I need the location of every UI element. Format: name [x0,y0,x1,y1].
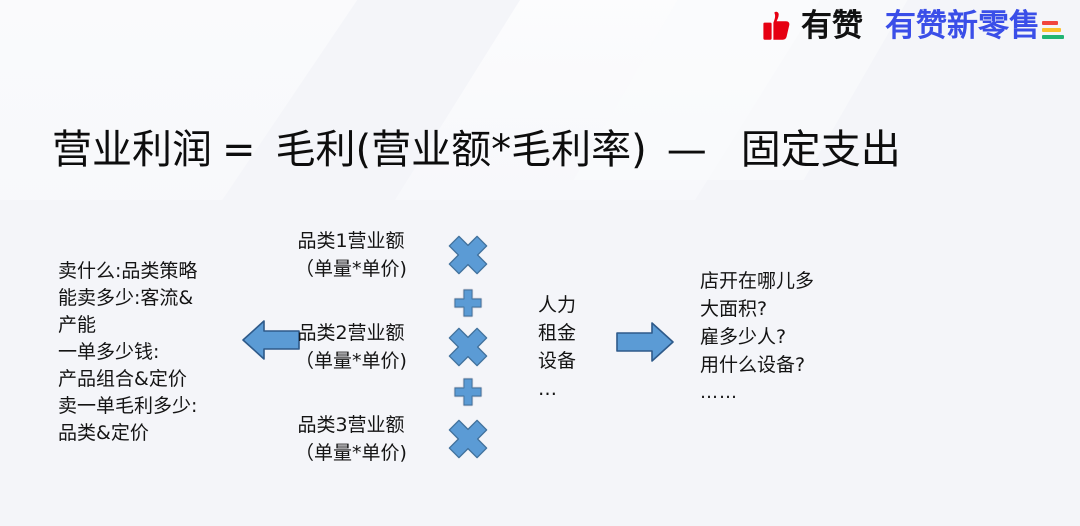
multiply-x-icon [448,235,488,275]
formula-term-profit: 营业利润 [52,127,212,173]
plus-icon [453,377,483,407]
formula-term-gross: 毛利(营业额*毛利率) [275,127,647,173]
right-question-line: 用什么设备? [700,353,806,376]
right-question-ellipsis: …… [700,381,738,403]
left-question-line: 能卖多少:客流& [58,286,194,309]
logo-color-bars-icon [1042,20,1064,42]
logo-bar: 有赞 有赞新零售 [761,4,1064,48]
fixed-cost-line: 设备 [538,349,577,372]
left-question-line: 品类&定价 [58,421,149,444]
category-row: 品类3营业额 （单量*单价) [276,412,426,504]
right-questions-block: 店开在哪儿多 大面积? 雇多少人? 用什么设备? …… [700,268,814,406]
fixed-cost-line: 租金 [538,321,577,344]
arrow-right-icon [616,322,674,362]
category-detail: （单量*单价) [295,257,407,280]
category-title: 品类2营业额 [297,322,405,344]
thumbs-up-icon [763,11,790,40]
plus-icon [453,288,483,318]
multiply-operator-column [438,232,498,508]
left-questions-block: 卖什么:品类策略 能卖多少:客流& 产能 一单多少钱: 产品组合&定价 卖一单毛… [58,258,243,447]
arrow-left-wrapper [240,316,302,368]
right-question-line: 雇多少人? [700,325,787,348]
left-question-line: 产品组合&定价 [58,367,187,390]
category-revenue-list: 品类1营业额 （单量*单价) 品类2营业额 （单量*单价) 品类3营业额 （单量… [276,228,426,504]
formula-term-fixed: 固定支出 [740,127,901,173]
left-question-line: 产能 [58,313,97,336]
right-question-line: 店开在哪儿多 [700,270,815,292]
formula-title: 营业利润= 毛利(营业额*毛利率) — 固定支出 [52,126,901,174]
multiply-x-icon [448,419,488,459]
youzan-brand-text: 有赞 [801,7,863,44]
left-question-line: 卖一单毛利多少: [58,394,198,417]
category-row: 品类2营业额 （单量*单价) [276,320,426,412]
operator-slot [438,232,498,324]
formula-equals: = [222,127,256,173]
formula-minus: — [666,127,707,173]
arrow-left-icon [242,320,300,360]
category-detail: （单量*单价) [295,441,407,464]
category-detail: （单量*单价) [295,349,407,372]
category-title: 品类1营业额 [297,230,405,252]
operator-slot [438,324,498,416]
left-question-line: 卖什么:品类策略 [58,260,198,282]
right-question-line: 大面积? [700,297,768,320]
operator-slot [438,416,498,508]
multiply-x-icon [448,327,488,367]
arrow-right-wrapper [614,318,676,370]
category-row: 品类1营业额 （单量*单价) [276,228,426,320]
fixed-cost-ellipsis: … [538,377,559,400]
plus-operator-slot [438,288,498,318]
youzan-retail-logo: 有赞新零售 [885,7,1064,44]
youzan-retail-text: 有赞新零售 [885,7,1040,44]
fixed-cost-block: 人力 租金 设备 … [538,292,576,404]
category-title: 品类3营业额 [297,414,405,436]
left-question-line: 一单多少钱: [58,340,160,363]
plus-operator-slot [438,377,498,407]
youzan-logo: 有赞 [761,10,863,42]
fixed-cost-line: 人力 [538,294,577,316]
